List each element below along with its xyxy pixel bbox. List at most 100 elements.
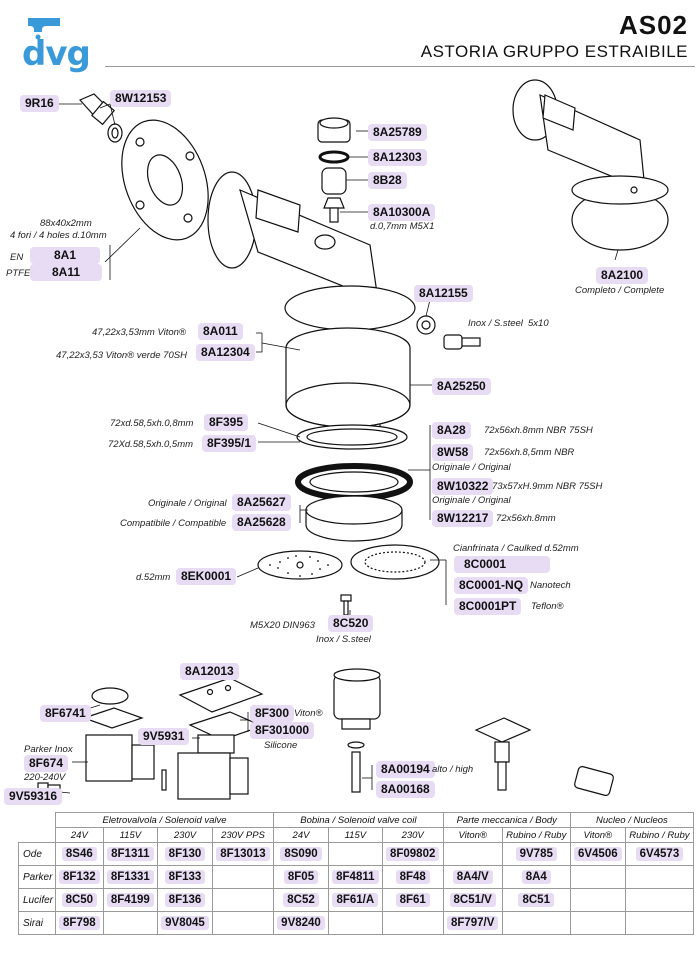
col-header: Viton® — [569, 827, 626, 843]
note-gasket-size: 88x40x2mm — [40, 218, 92, 229]
part-8W58: 8W58 — [432, 444, 474, 461]
table-cell — [211, 911, 275, 935]
note-original-2: Originale / Original — [432, 495, 511, 506]
part-code: 8F4199 — [106, 893, 154, 907]
table-cell: 8F61 — [381, 888, 444, 912]
note-original-3: Originale / Original — [148, 498, 227, 509]
table-cell: 8C52 — [273, 888, 329, 912]
part-8F3951: 8F395/1 — [202, 435, 257, 452]
row-brand-label: Lucifer — [17, 888, 57, 912]
part-code: 8A4/V — [452, 870, 493, 884]
note-8A12304: 47,22x3,53 Viton® verde 70SH — [56, 350, 187, 361]
part-8A12303: 8A12303 — [368, 149, 427, 166]
part-code: 8S090 — [280, 847, 322, 861]
note-parker-inox: Parker Inox — [24, 744, 73, 755]
part-8A12155: 8A12155 — [414, 285, 473, 302]
note-original-1: Originale / Original — [432, 462, 511, 473]
table-cell — [381, 911, 444, 935]
note-8W58: 72x56xh.8,5mm NBR — [484, 447, 575, 458]
part-code: 8F09802 — [385, 847, 440, 861]
note-compatible: Compatibile / Compatible — [120, 518, 227, 529]
part-code: 8F48 — [395, 870, 430, 884]
table-cell — [624, 865, 695, 889]
part-8F395: 8F395 — [204, 414, 249, 431]
part-code: 8F1331 — [106, 870, 154, 884]
table-cell: 8F132 — [55, 865, 104, 889]
part-code: 9V785 — [515, 847, 557, 861]
part-8F674: 8F674 — [24, 755, 69, 772]
part-8C0001-NQ: 8C0001-NQ — [454, 577, 529, 594]
note-10300: d.0,7mm M5X1 — [370, 221, 435, 232]
note-ptfe: PTFE — [6, 268, 31, 279]
table-cell — [328, 842, 383, 866]
table-cell — [569, 865, 626, 889]
shower-holder-drawing — [285, 327, 411, 428]
col-header: 115V — [328, 827, 383, 843]
table-cell: 6V4506 — [569, 842, 626, 866]
col-header: 230V — [156, 827, 213, 843]
note-inox: Inox / S.steel — [468, 318, 523, 329]
part-code: 6V4506 — [573, 847, 622, 861]
part-code: 8C52 — [283, 893, 319, 907]
table-cell: 8C51 — [501, 888, 571, 912]
note-8A28: 72x56xh.8mm NBR 75SH — [484, 425, 593, 436]
part-8A12013: 8A12013 — [180, 663, 239, 680]
part-code: 8F61 — [395, 893, 430, 907]
table-column-header: 24V 115V 230V 230V PPS 24V 115V 230V Vit… — [19, 827, 695, 843]
part-8A25627: 8A25627 — [232, 494, 291, 511]
part-code: 8F13013 — [216, 847, 270, 861]
note-caulked: Cianfrinata / Caulked d.52mm — [453, 543, 579, 554]
part-8A00194: 8A00194 — [376, 761, 435, 778]
col-header: 115V — [102, 827, 158, 843]
row-brand-label: Parker — [17, 865, 57, 889]
part-code: 9V8240 — [277, 916, 325, 930]
group-nucleos: Nucleo / Nucleos — [569, 812, 695, 828]
row-brand-label: Ode — [17, 842, 57, 866]
part-8W10322: 8W10322 — [432, 478, 494, 495]
note-gasket-holes: 4 fori / 4 holes d.10mm — [10, 230, 107, 241]
table-cell — [211, 865, 275, 889]
group-body: Parte meccanica / Body — [442, 812, 571, 828]
note-8W12217: 72x56xh.8mm — [496, 513, 556, 524]
table-cell — [328, 911, 383, 935]
note-8F3951: 72Xd.58,5xh.0,5mm — [108, 439, 194, 450]
note-en: EN — [10, 252, 24, 263]
part-code: 6V4573 — [635, 847, 684, 861]
table-cell: 8C50 — [55, 888, 104, 912]
part-8F301000: 8F301000 — [250, 722, 315, 739]
gasket-plate-drawing — [121, 119, 209, 241]
part-8A25628: 8A25628 — [232, 514, 291, 531]
part-8A12304: 8A12304 — [196, 344, 255, 361]
table-cell: 8F48 — [381, 865, 444, 889]
note-inox-2: Inox / S.steel — [316, 634, 371, 645]
table-cell — [569, 888, 626, 912]
table-cell — [102, 911, 158, 935]
part-8A11: 8A11 — [30, 264, 103, 281]
part-8A2100: 8A2100 — [596, 267, 649, 284]
part-code: 8F130 — [164, 847, 206, 861]
note-m5x20: M5X20 DIN963 — [250, 620, 315, 631]
part-8F6741: 8F6741 — [40, 705, 91, 722]
table-cell: 8F1331 — [102, 865, 158, 889]
table-cell: 8C51/V — [442, 888, 503, 912]
table-cell: 8A4/V — [442, 865, 503, 889]
note-5x10: 5x10 — [528, 318, 549, 329]
brand-name: dvg — [22, 34, 91, 74]
part-code: 9V8045 — [161, 916, 209, 930]
part-8W12217: 8W12217 — [432, 510, 494, 527]
table-cell: 8F798 — [55, 911, 104, 935]
part-8A25250: 8A25250 — [432, 378, 491, 395]
faucet-icon — [28, 18, 60, 40]
part-9V59316: 9V59316 — [4, 788, 63, 805]
note-voltage: 220-240V — [24, 772, 66, 783]
table-cell: 8F4811 — [328, 865, 383, 889]
part-code: 8A4 — [521, 870, 551, 884]
leader-lines — [58, 103, 619, 617]
table-cell: 8S090 — [273, 842, 329, 866]
note-teflon: Teflon® — [531, 601, 564, 612]
